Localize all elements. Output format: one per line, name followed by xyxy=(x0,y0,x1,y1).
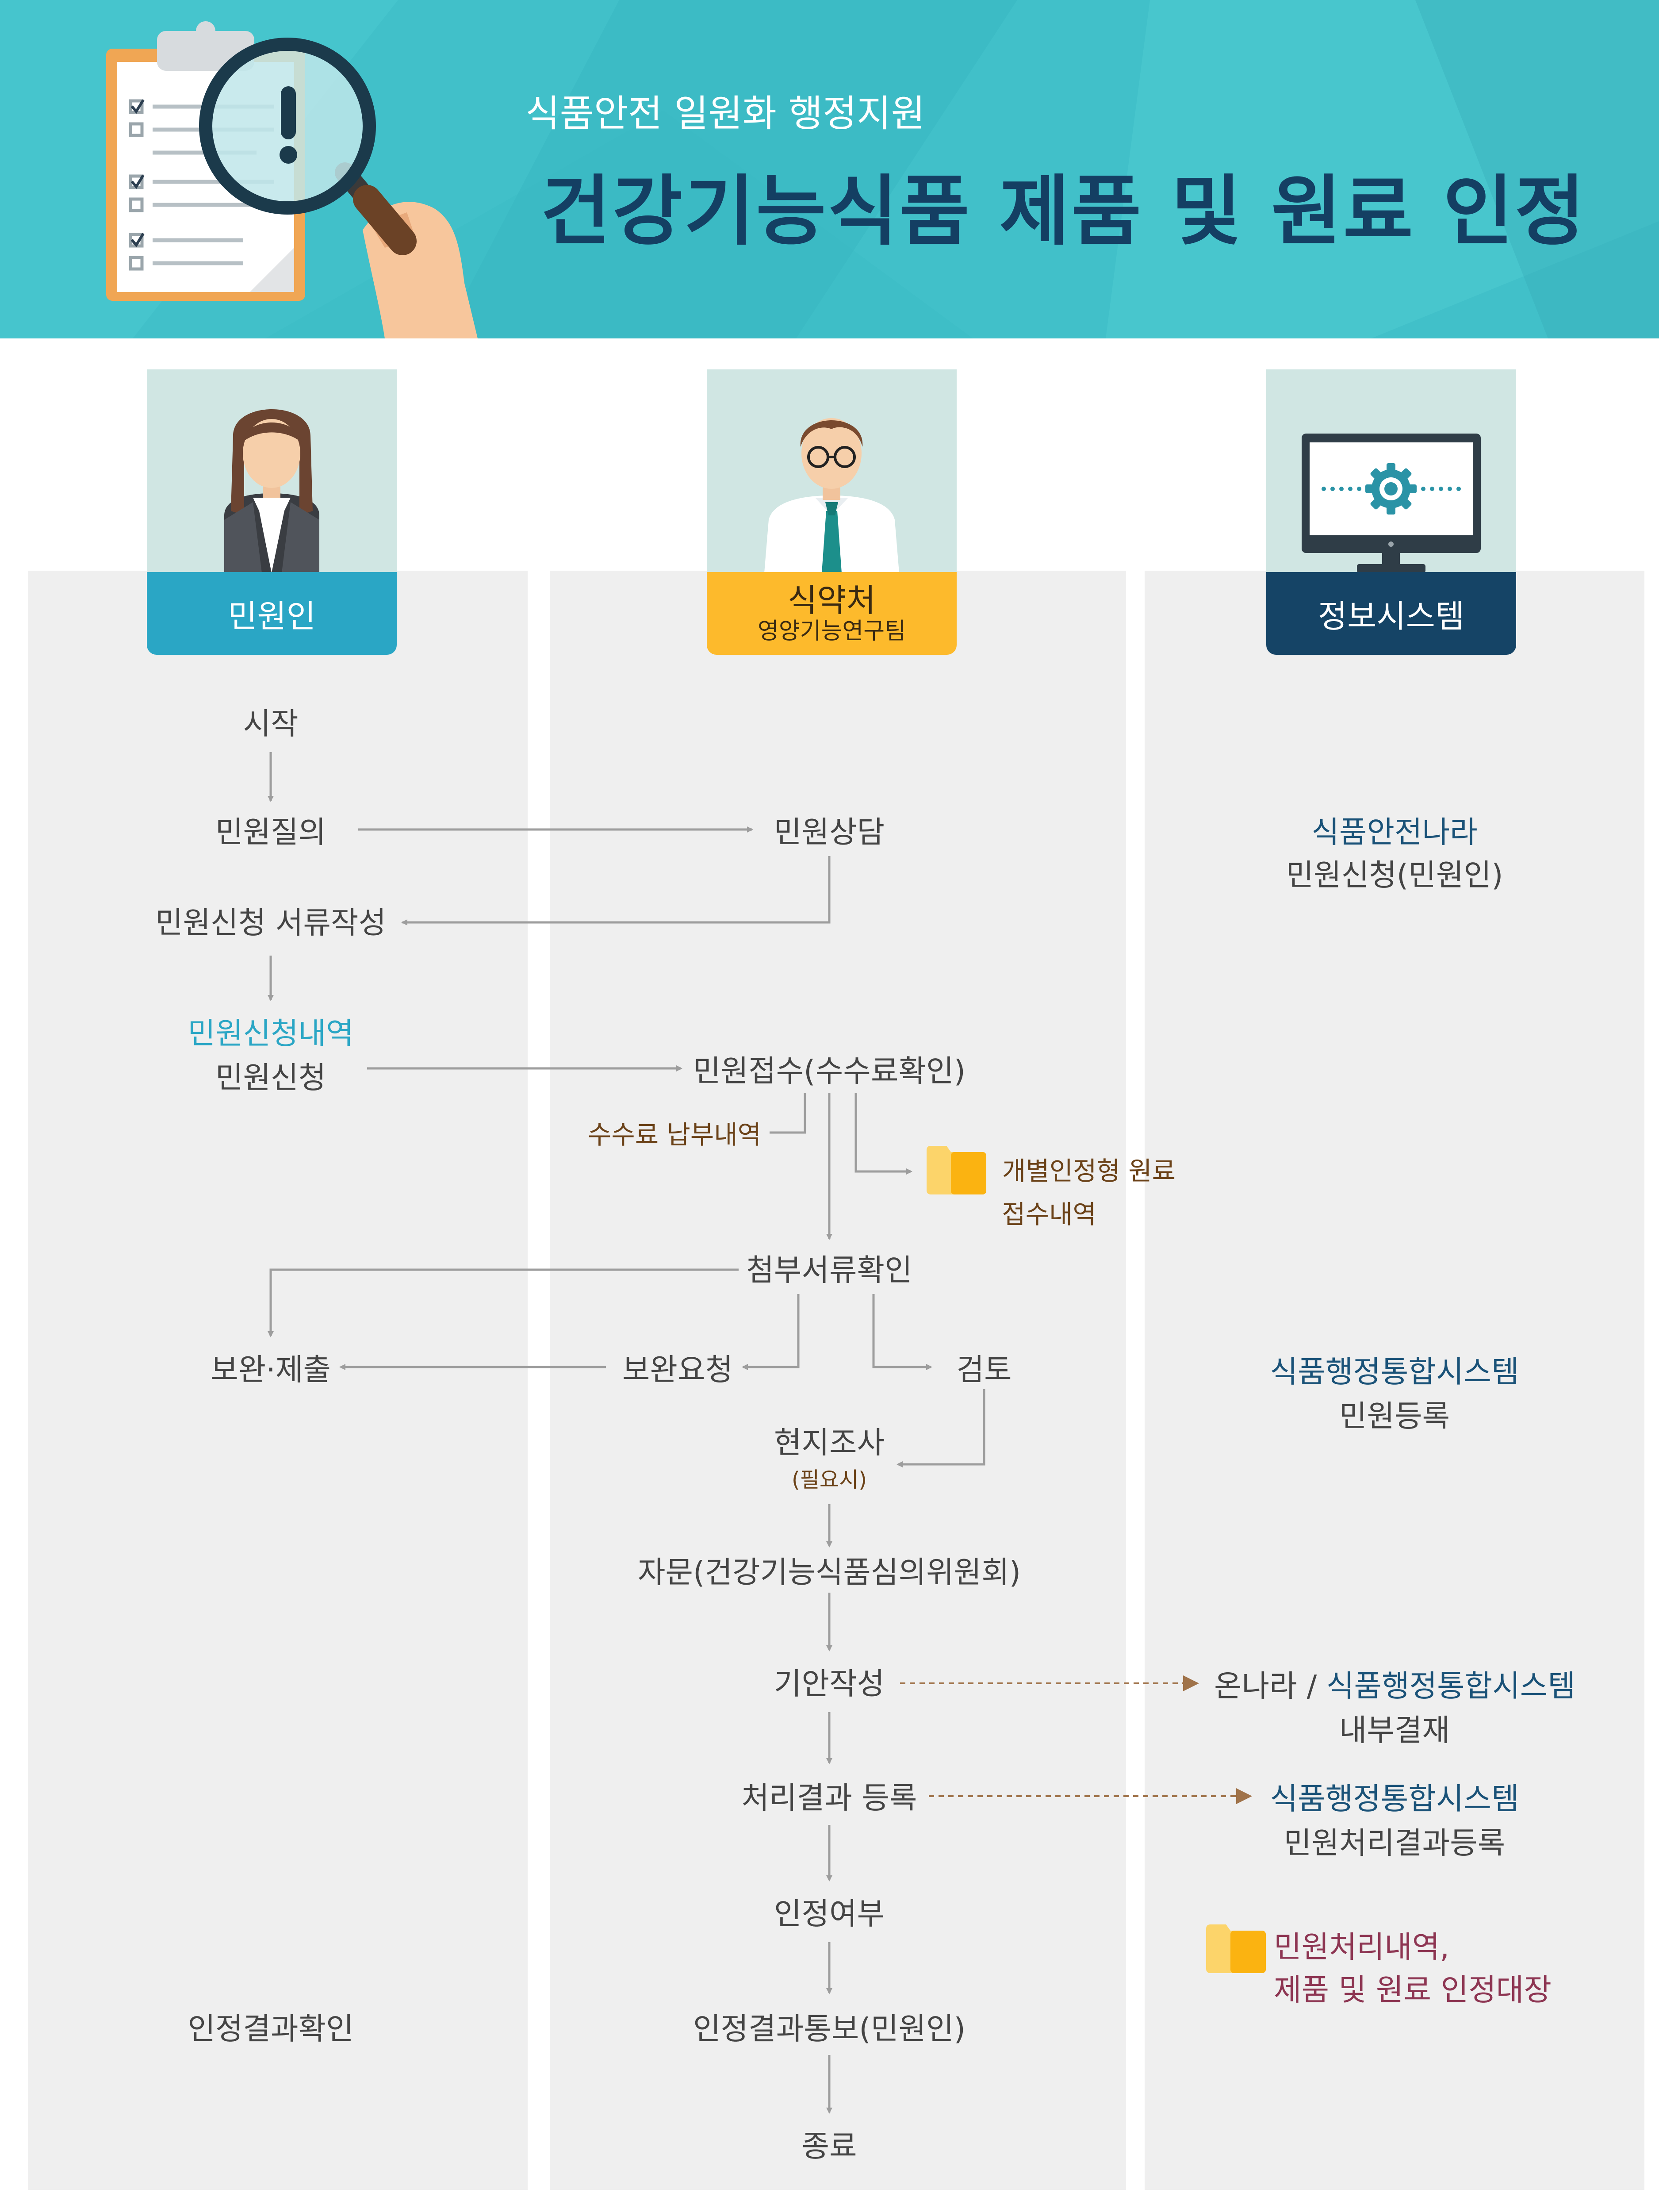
system-food-safety-title: 식품안전나라 xyxy=(1311,808,1477,852)
step-site-note: (필요시) xyxy=(792,1462,867,1493)
step-receipt: 민원접수(수수료확인) xyxy=(693,1047,966,1091)
system-food-safety-sub: 민원신청(민원인) xyxy=(1286,851,1503,895)
step-consult: 민원상담 xyxy=(774,808,885,852)
individual-record: 개별인정형 원료 xyxy=(1002,1150,1176,1187)
system-approval-line: 온나라 / 식품행정통합시스템 xyxy=(1214,1662,1575,1705)
step-site: 현지조사 xyxy=(774,1418,885,1462)
step-request: 보완요청 xyxy=(622,1345,733,1389)
folder-icon xyxy=(1206,1924,1266,1973)
step-register: 처리결과 등록 xyxy=(742,1774,917,1817)
system-integrated-title: 식품행정통합시스템 xyxy=(1270,1348,1519,1391)
arrow-attach-supplement xyxy=(271,1270,739,1336)
arrow-attach-review xyxy=(874,1294,931,1367)
system-records-2: 제품 및 원료 인정대장 xyxy=(1274,1966,1552,2009)
arrow-consult-docs xyxy=(402,856,829,922)
step-history: 민원신청내역 xyxy=(188,1009,353,1053)
fee-record: 수수료 납부내역 xyxy=(588,1114,761,1151)
arrow-attach-request xyxy=(743,1294,798,1367)
step-advice: 자문(건강기능식품심의위원회) xyxy=(638,1548,1021,1592)
individual-record-2: 접수내역 xyxy=(1002,1194,1096,1231)
step-apply: 민원신청 xyxy=(215,1053,326,1097)
step-start: 시작 xyxy=(243,699,298,743)
step-inquiry: 민원질의 xyxy=(215,808,326,852)
step-docs: 민원신청 서류작성 xyxy=(155,899,386,942)
system-result-sub: 민원처리결과등록 xyxy=(1284,1819,1505,1863)
arrow-receipt-individual xyxy=(856,1093,911,1171)
step-draft: 기안작성 xyxy=(774,1659,885,1703)
system-separator: / xyxy=(1307,1669,1317,1704)
folder-icon xyxy=(927,1146,986,1194)
step-end: 종료 xyxy=(801,2122,857,2166)
system-result-title: 식품행정통합시스템 xyxy=(1270,1774,1519,1818)
system-approval-title: 식품행정통합시스템 xyxy=(1326,1669,1575,1704)
system-approval-sub: 내부결재 xyxy=(1339,1706,1450,1750)
step-attach: 첨부서류확인 xyxy=(746,1246,912,1290)
step-review: 검토 xyxy=(956,1345,1011,1389)
step-decision: 인정여부 xyxy=(774,1889,885,1933)
system-integrated-sub: 민원등록 xyxy=(1339,1392,1450,1436)
system-onnara: 온나라 xyxy=(1214,1669,1297,1704)
arrow-fee-link xyxy=(770,1093,805,1133)
step-confirm: 인정결과확인 xyxy=(188,2005,353,2048)
step-notify: 인정결과통보(민원인) xyxy=(693,2005,966,2048)
step-supplement: 보완·제출 xyxy=(211,1345,331,1389)
system-records-1: 민원처리내역, xyxy=(1274,1923,1449,1966)
arrow-review-site xyxy=(898,1389,984,1464)
